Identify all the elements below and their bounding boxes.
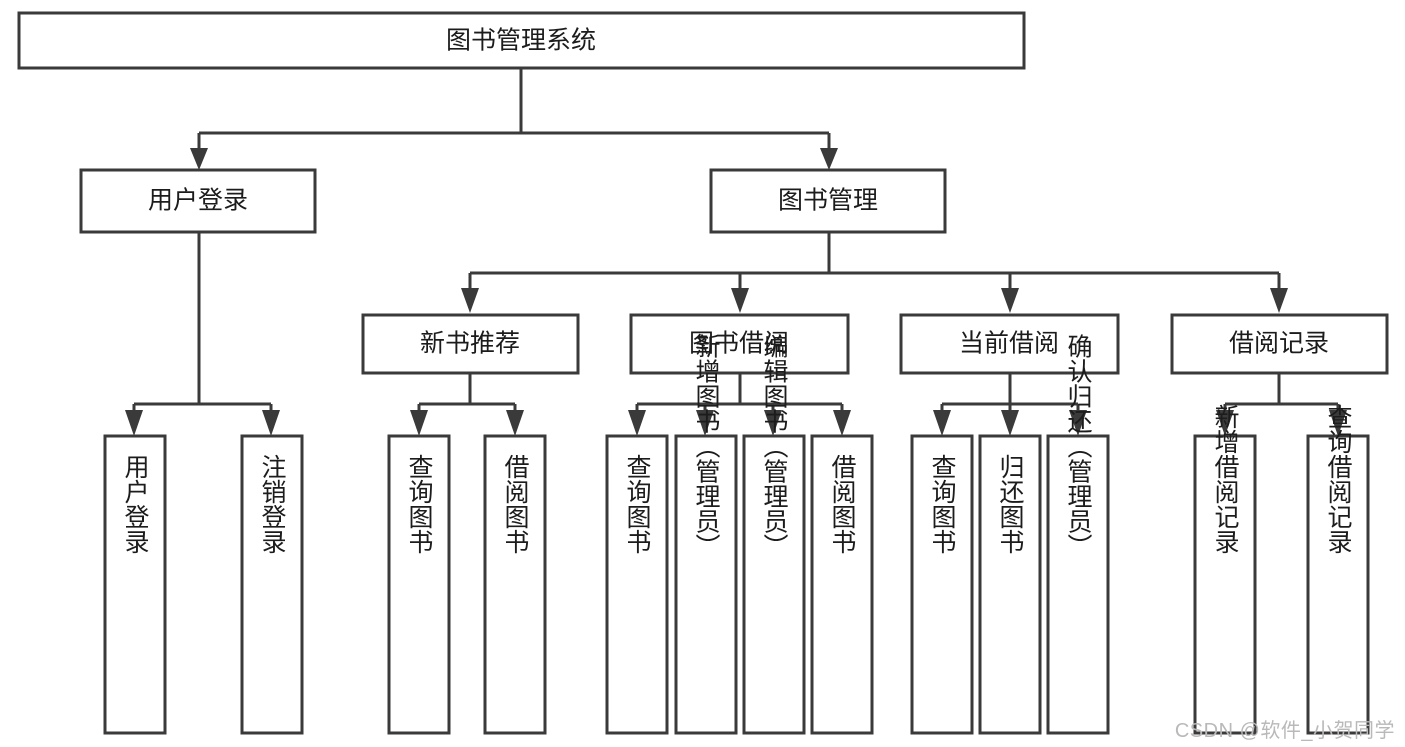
leaf-nbr-borrow-book[interactable]: 借阅图书 bbox=[483, 434, 547, 735]
node-book-borrow-box[interactable] bbox=[629, 313, 850, 375]
leaf-user-login-logout-box[interactable] bbox=[240, 434, 304, 735]
arrow-to-leaf-user-login bbox=[125, 410, 143, 436]
node-user-login-box[interactable] bbox=[79, 168, 317, 234]
node-borrow-record-box[interactable] bbox=[1170, 313, 1389, 375]
leaf-cb-query-book-box[interactable] bbox=[910, 434, 974, 735]
node-current-borrow-box[interactable] bbox=[899, 313, 1120, 375]
arrow-to-cb-leaf-1 bbox=[933, 410, 951, 436]
leaf-br-query-record[interactable]: 查询借阅记录 bbox=[1306, 404, 1370, 735]
leaf-cb-query-book[interactable]: 查询图书 bbox=[910, 434, 974, 735]
node-root-system-box[interactable] bbox=[17, 11, 1026, 70]
arrow-to-bb-leaf-3 bbox=[764, 410, 782, 436]
arrow-to-nbr-leaf-2 bbox=[506, 410, 524, 436]
node-current-borrow-label: 当前借阅 bbox=[959, 330, 1059, 358]
leaf-bb-query-book[interactable]: 查询图书 bbox=[605, 434, 669, 735]
leaf-user-login-logout[interactable]: 注销登录 bbox=[240, 434, 304, 735]
node-borrow-record-label: 借阅记录 bbox=[1229, 330, 1329, 358]
node-book-management[interactable]: 图书管理 bbox=[709, 168, 947, 234]
leaf-bb-edit-book-admin-label: 编辑图书（管理员） bbox=[760, 334, 789, 559]
leaf-bb-query-book-label: 查询图书 bbox=[623, 454, 652, 554]
node-new-book-recommend-label: 新书推荐 bbox=[420, 330, 520, 358]
leaf-cb-query-book-label: 查询图书 bbox=[928, 454, 957, 554]
arrow-to-bb-leaf-1 bbox=[628, 410, 646, 436]
leaf-br-query-record-box[interactable] bbox=[1306, 434, 1370, 735]
leaf-nbr-borrow-book-label: 借阅图书 bbox=[501, 454, 530, 554]
arrow-to-nbr-leaf-1 bbox=[410, 410, 428, 436]
csdn-watermark: CSDN @软件_小贺同学 bbox=[1174, 720, 1395, 742]
leaf-nbr-query-book-label: 查询图书 bbox=[405, 454, 434, 554]
arrow-to-current-borrow bbox=[1001, 288, 1019, 313]
node-book-management-box[interactable] bbox=[709, 168, 947, 234]
arrow-to-borrow-record bbox=[1270, 288, 1288, 313]
leaf-nbr-query-book[interactable]: 查询图书 bbox=[387, 434, 451, 735]
edges-layer bbox=[125, 68, 1347, 436]
leaf-br-add-record-box[interactable] bbox=[1193, 434, 1257, 735]
leaf-cb-confirm-return-admin-box[interactable] bbox=[1046, 434, 1110, 735]
node-new-book-recommend[interactable]: 新书推荐 bbox=[361, 313, 580, 375]
leaf-bb-edit-book-admin[interactable]: 编辑图书（管理员） bbox=[742, 334, 806, 735]
node-book-management-label: 图书管理 bbox=[778, 187, 878, 215]
leaf-cb-return-book-box[interactable] bbox=[978, 434, 1042, 735]
leaf-user-login-logout-label: 注销登录 bbox=[258, 454, 287, 554]
leaf-bb-add-book-admin-label: 新增图书（管理员） bbox=[692, 334, 721, 559]
leaf-bb-edit-book-admin-box[interactable] bbox=[742, 434, 806, 735]
leaf-bb-borrow-book-label: 借阅图书 bbox=[828, 454, 857, 554]
arrow-to-leaf-logout bbox=[262, 410, 280, 436]
leaf-bb-add-book-admin[interactable]: 新增图书（管理员） bbox=[674, 334, 738, 735]
node-user-login-label: 用户登录 bbox=[148, 187, 248, 215]
nodes-layer: 图书管理系统 用户登录 图书管理 新书推荐 图书借阅 bbox=[17, 11, 1389, 735]
leaf-br-add-record-label: 新增借阅记录 bbox=[1211, 404, 1240, 554]
leaf-cb-confirm-return-admin-label: 确认归还（管理员） bbox=[1064, 334, 1093, 559]
arrow-to-bb-leaf-2 bbox=[696, 410, 714, 436]
leaf-bb-borrow-book-box[interactable] bbox=[810, 434, 874, 735]
arrow-to-br-leaf-1 bbox=[1216, 410, 1234, 436]
node-borrow-record[interactable]: 借阅记录 bbox=[1170, 313, 1389, 375]
arrow-to-bb-leaf-4 bbox=[833, 410, 851, 436]
leaf-user-login-login-label: 用户登录 bbox=[121, 454, 150, 554]
node-book-borrow[interactable]: 图书借阅 bbox=[629, 313, 850, 375]
node-user-login[interactable]: 用户登录 bbox=[79, 168, 317, 234]
leaf-nbr-borrow-book-box[interactable] bbox=[483, 434, 547, 735]
leaf-cb-confirm-return-admin[interactable]: 确认归还（管理员） bbox=[1046, 334, 1110, 735]
leaf-br-add-record[interactable]: 新增借阅记录 bbox=[1193, 404, 1257, 735]
leaf-br-query-record-label: 查询借阅记录 bbox=[1324, 404, 1353, 554]
leaf-bb-add-book-admin-box[interactable] bbox=[674, 434, 738, 735]
leaf-bb-borrow-book[interactable]: 借阅图书 bbox=[810, 434, 874, 735]
leaf-user-login-login[interactable]: 用户登录 bbox=[103, 434, 167, 735]
arrow-to-user-login bbox=[190, 148, 208, 170]
arrow-to-br-leaf-2 bbox=[1329, 410, 1347, 436]
leaf-user-login-login-box[interactable] bbox=[103, 434, 167, 735]
arrow-to-cb-leaf-2 bbox=[1001, 410, 1019, 436]
arrow-to-book-borrow bbox=[731, 288, 749, 313]
node-new-book-recommend-box[interactable] bbox=[361, 313, 580, 375]
leaf-cb-return-book-label: 归还图书 bbox=[996, 454, 1025, 554]
node-book-borrow-label: 图书借阅 bbox=[689, 330, 789, 358]
arrow-to-new-book-recommend bbox=[461, 288, 479, 313]
node-root-system-label: 图书管理系统 bbox=[446, 27, 596, 55]
node-current-borrow[interactable]: 当前借阅 bbox=[899, 313, 1120, 375]
arrow-to-book-manage bbox=[820, 148, 838, 170]
leaf-cb-return-book[interactable]: 归还图书 bbox=[978, 434, 1042, 735]
arrow-to-cb-leaf-3 bbox=[1069, 410, 1087, 436]
node-root-system[interactable]: 图书管理系统 bbox=[17, 11, 1026, 70]
leaf-bb-query-book-box[interactable] bbox=[605, 434, 669, 735]
leaf-nbr-query-book-box[interactable] bbox=[387, 434, 451, 735]
